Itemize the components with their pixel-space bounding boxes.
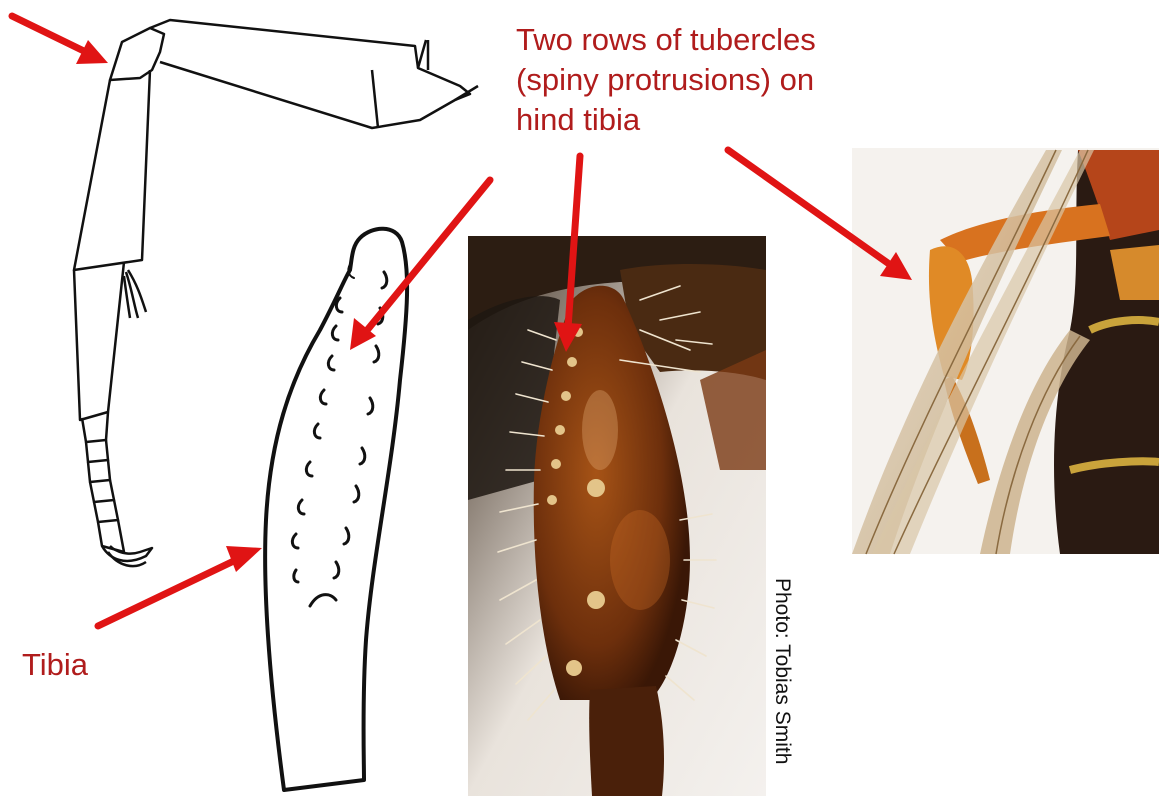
tibia-annotation: Tibia: [22, 645, 88, 685]
tibia-photo: [468, 236, 766, 796]
arrow-icon: [98, 546, 262, 626]
wasp-photo: [852, 148, 1159, 554]
arrow-icon: [12, 16, 108, 64]
photo-credit-text: Photo: Tobias Smith: [770, 578, 794, 764]
tibia-outline-drawing: [265, 229, 407, 790]
photo-credit: Photo: Tobias Smith: [766, 578, 796, 796]
tubercles-annotation: Two rows of tubercles (spiny protrusions…: [516, 20, 816, 140]
leg-drawing: [74, 20, 478, 566]
